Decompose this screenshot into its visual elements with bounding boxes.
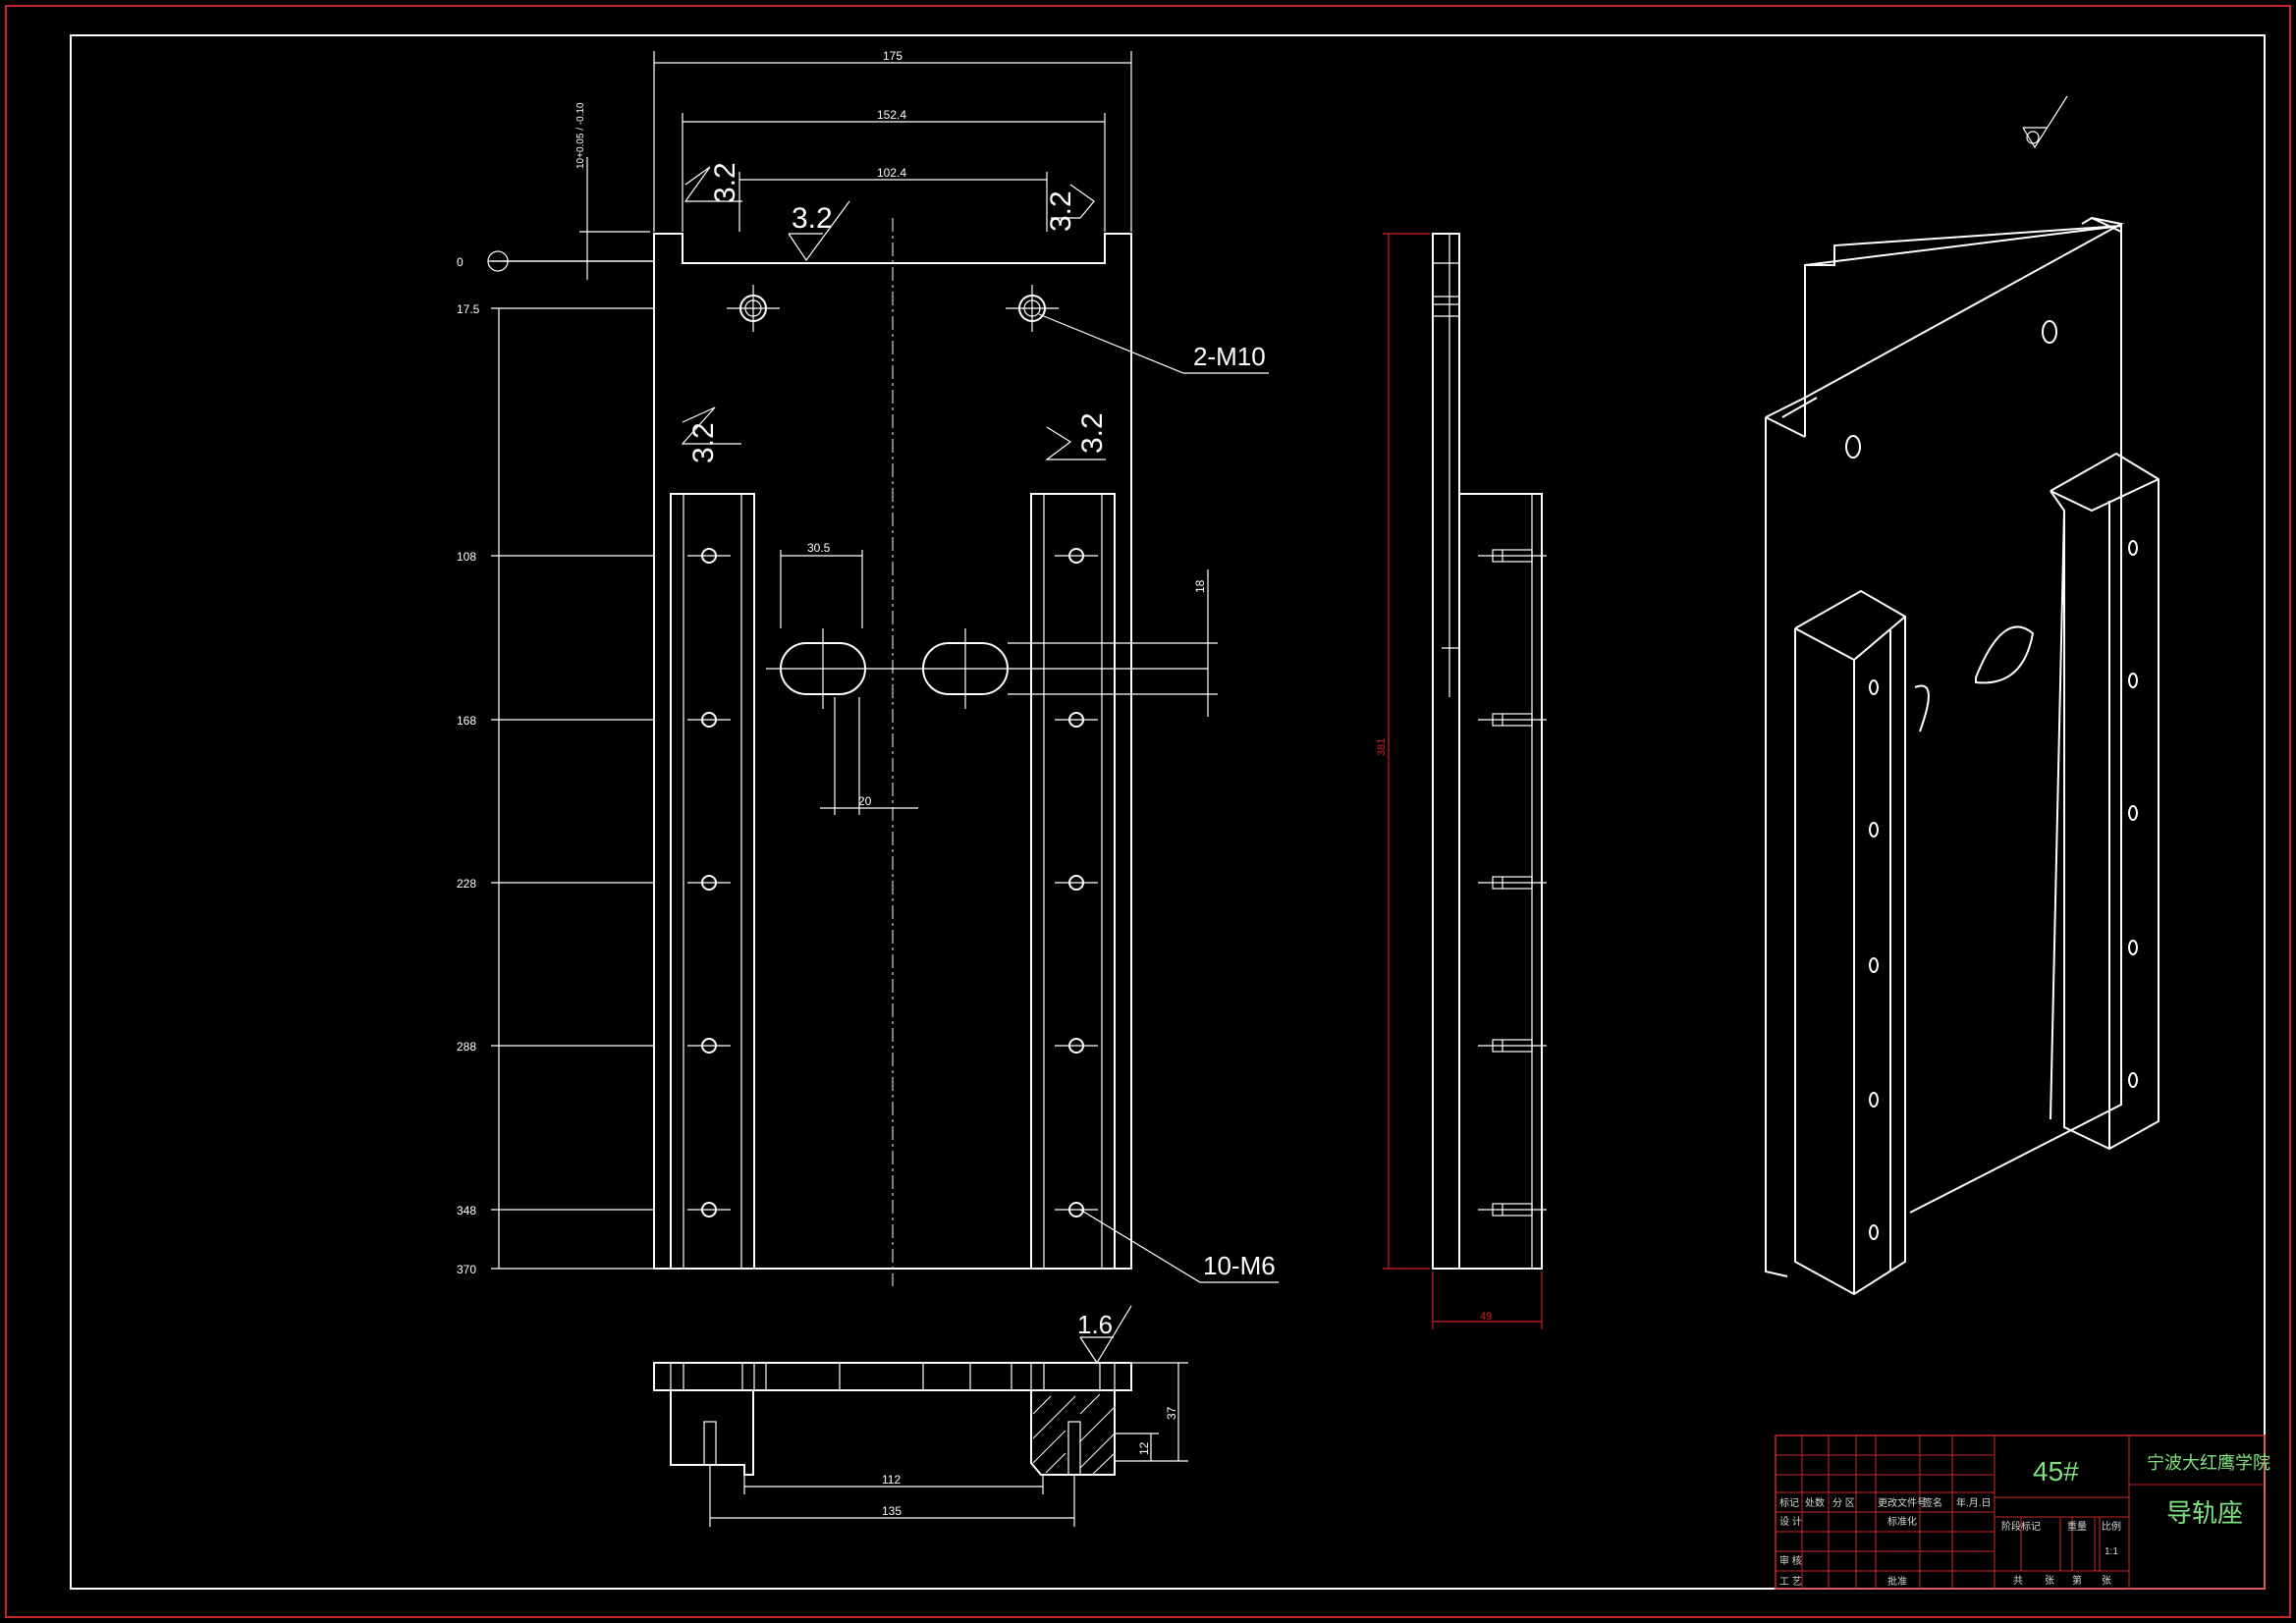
dim-18: 18: [1193, 579, 1207, 593]
roughness-general: [2022, 95, 2068, 149]
dim-135: 135: [882, 1504, 902, 1518]
roughness-symbol: 3.2: [681, 406, 741, 463]
dim-102-4: 102.4: [877, 166, 906, 180]
callout-10-m6: 10-M6: [1203, 1251, 1276, 1280]
rail-hole: [1869, 679, 1879, 695]
rail-hole: [1869, 957, 1879, 973]
svg-text:3.2: 3.2: [792, 202, 833, 235]
svg-text:3.2: 3.2: [687, 422, 720, 463]
material-label: 45#: [2033, 1456, 2079, 1487]
dim-37: 37: [1165, 1406, 1178, 1420]
roughness-symbol: 3.2: [683, 162, 742, 203]
drawing-title: 导轨座: [2166, 1498, 2243, 1528]
dim-49: 49: [1480, 1311, 1492, 1323]
title-block-header: 处数: [1805, 1496, 1825, 1509]
svg-text:3.2: 3.2: [1076, 412, 1109, 454]
ordinate-label: 370: [457, 1263, 476, 1276]
roughness-symbol: 3.2: [788, 200, 850, 262]
title-block-header: 更改文件号: [1878, 1496, 1927, 1509]
title-block-stage: 阶段标记: [2001, 1520, 2041, 1533]
title-block-row: 工 艺: [1779, 1576, 1802, 1588]
rail-hole: [1869, 1092, 1879, 1108]
isometric-view: [1765, 216, 2159, 1296]
rail-hole: [1869, 1224, 1879, 1240]
bottom-view: 112 135 37 12 1.6: [653, 1305, 1188, 1527]
ordinate-label: 17.5: [457, 302, 480, 316]
title-block-header: 分 区: [1832, 1497, 1855, 1509]
title-block: 45# 宁波大红鹰学院 导轨座 1:1 标记处数分 区 更改文件号签名 年.月.日设…: [1775, 1434, 2270, 1590]
front-view: 30.5 20 18 175 152.4 102.4 10+0.05 / -0.…: [457, 49, 1279, 1286]
title-block-header: 年.月.日: [1956, 1496, 1992, 1509]
rail-hole: [2128, 540, 2138, 556]
rail-hole: [2128, 1072, 2138, 1088]
ordinate-label: 168: [457, 714, 476, 728]
rail-hole: [2128, 673, 2138, 688]
roughness-symbol: 1.6: [1077, 1305, 1132, 1365]
svg-text:3.2: 3.2: [1045, 190, 1077, 232]
callout-2-m10: 2-M10: [1193, 342, 1266, 371]
title-block-mid: 批准: [1887, 1575, 1907, 1588]
ordinate-label: 348: [457, 1204, 476, 1217]
institution-label: 宁波大红鹰学院: [2147, 1453, 2270, 1473]
rail-hole: [2128, 805, 2138, 821]
title-block-bottom: 共: [2013, 1575, 2023, 1587]
roughness-symbol: 3.2: [1045, 412, 1109, 460]
title-block-bottom: 张: [2102, 1575, 2111, 1587]
dim-12: 12: [1137, 1441, 1151, 1455]
svg-text:1.6: 1.6: [1077, 1310, 1113, 1339]
title-block-header: 标记: [1779, 1497, 1799, 1509]
dim-175: 175: [883, 49, 902, 63]
title-block-stage: 重量: [2067, 1520, 2087, 1533]
title-block-stage: 比例: [2102, 1520, 2121, 1533]
ordinate-label: 108: [457, 550, 476, 564]
title-block-row: 审 核: [1779, 1554, 1802, 1567]
dim-152-4: 152.4: [877, 108, 906, 122]
title-block-header: 签名: [1923, 1496, 1942, 1509]
ordinate-label: 228: [457, 877, 476, 891]
rail-hole: [1869, 822, 1879, 838]
title-block-bottom: 张: [2045, 1575, 2054, 1587]
tolerance-label: 10+0.05 / -0.10: [575, 102, 586, 169]
title-block-bottom: 第: [2072, 1574, 2082, 1587]
roughness-symbol: 3.2: [1045, 184, 1095, 232]
title-block-mid: 标准化: [1887, 1515, 1917, 1528]
scale-label: 1:1: [2105, 1546, 2118, 1557]
ordinate-label: 288: [457, 1040, 476, 1054]
dim-381: 381: [1376, 738, 1388, 756]
ordinate-label: 0: [457, 255, 464, 269]
dim-30-5: 30.5: [807, 541, 831, 555]
side-view: 381 49: [1376, 233, 1547, 1329]
title-block-row: 设 计: [1779, 1515, 1802, 1528]
dim-112: 112: [882, 1473, 901, 1487]
svg-text:3.2: 3.2: [709, 162, 741, 203]
dim-20: 20: [858, 794, 872, 808]
drawing-border: [70, 34, 2266, 1590]
outer-frame: [5, 5, 2291, 1618]
rail-hole: [2128, 940, 2138, 955]
